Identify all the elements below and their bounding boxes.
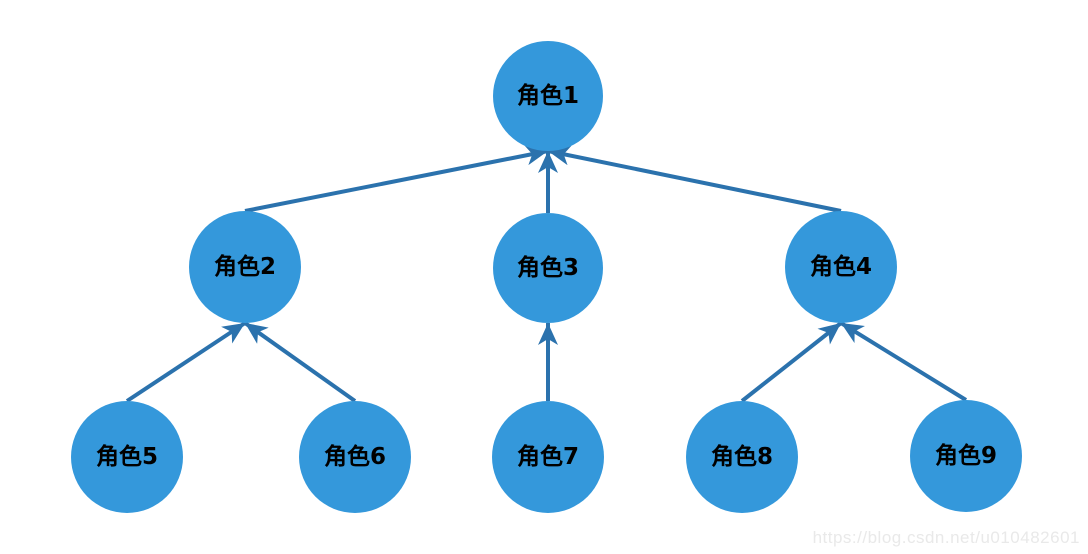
node-label-role3: 角色3 <box>517 254 579 281</box>
node-role8: 角色8 <box>686 401 798 513</box>
node-circle-role5 <box>71 401 183 513</box>
edge-role5-to-role2 <box>125 321 247 403</box>
node-role7: 角色7 <box>492 401 604 513</box>
node-label-role2: 角色2 <box>214 253 276 280</box>
edge-role4-to-role1 <box>547 145 842 213</box>
node-circle-role2 <box>189 211 301 323</box>
node-circle-role8 <box>686 401 798 513</box>
node-role6: 角色6 <box>299 401 411 513</box>
node-circle-role7 <box>492 401 604 513</box>
node-role2: 角色2 <box>189 211 301 323</box>
node-label-role9: 角色9 <box>935 442 997 469</box>
edge-role9-to-role4 <box>839 321 968 402</box>
node-label-role5: 角色5 <box>96 443 158 470</box>
node-circle-role4 <box>785 211 897 323</box>
node-role9: 角色9 <box>910 400 1022 512</box>
node-label-role1: 角色1 <box>517 82 579 109</box>
node-label-role6: 角色6 <box>324 443 386 470</box>
node-circle-role1 <box>493 41 603 151</box>
edge-role2-to-role1 <box>244 145 549 213</box>
node-circle-role6 <box>299 401 411 513</box>
node-role5: 角色5 <box>71 401 183 513</box>
node-circle-role9 <box>910 400 1022 512</box>
node-role1: 角色1 <box>493 41 603 151</box>
node-label-role4: 角色4 <box>810 253 872 280</box>
edge-role6-to-role2 <box>243 321 357 403</box>
node-label-role7: 角色7 <box>517 443 579 470</box>
node-label-role8: 角色8 <box>711 443 773 470</box>
node-role4: 角色4 <box>785 211 897 323</box>
node-role3: 角色3 <box>493 213 603 323</box>
node-circle-role3 <box>493 213 603 323</box>
edge-role8-to-role4 <box>740 321 843 403</box>
